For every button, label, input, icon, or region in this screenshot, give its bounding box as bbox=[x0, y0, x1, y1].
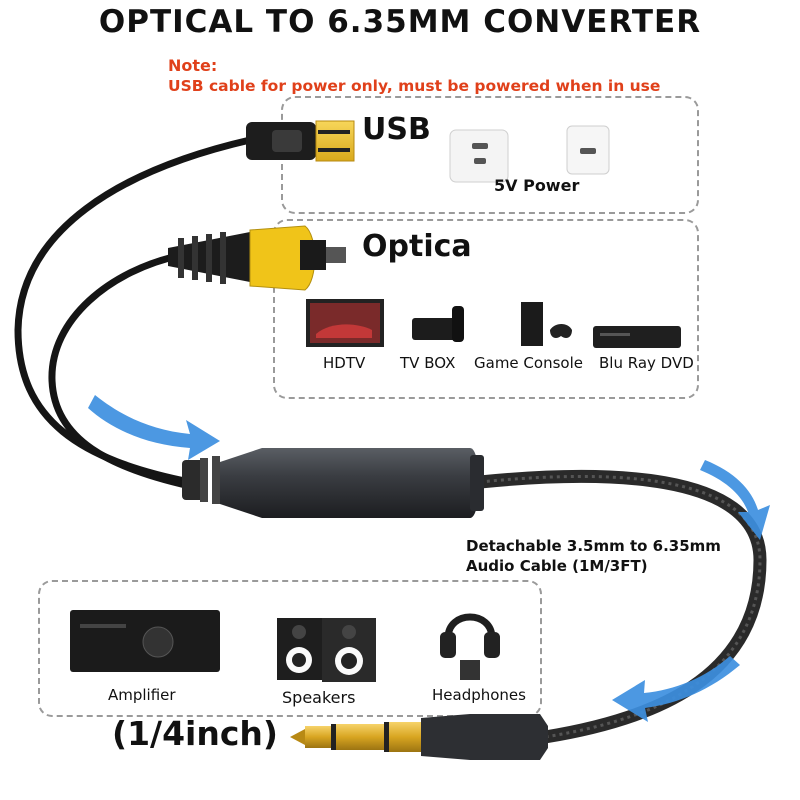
plug-6-35 bbox=[290, 714, 548, 760]
power-adapter-icons bbox=[449, 125, 610, 183]
source-device-icons bbox=[306, 299, 681, 348]
optical-label: Optica bbox=[362, 229, 472, 264]
page-title: OPTICAL TO 6.35MM CONVERTER bbox=[98, 4, 702, 40]
usb-label: USB bbox=[362, 112, 431, 147]
output-label-speakers: Speakers bbox=[282, 688, 356, 707]
output-device-box bbox=[38, 580, 542, 717]
optical-connector bbox=[168, 225, 346, 291]
note-text: USB cable for power only, must be powere… bbox=[168, 77, 661, 95]
note-heading: Note: bbox=[168, 56, 218, 75]
device-label-tvbox: TV BOX bbox=[400, 354, 456, 372]
device-label-blu-ray: Blu Ray DVD bbox=[599, 354, 694, 372]
flow-arrows bbox=[88, 395, 770, 722]
output-device-icons bbox=[70, 610, 500, 682]
optical-source-box bbox=[273, 219, 699, 399]
output-label-amplifier: Amplifier bbox=[108, 686, 176, 704]
device-label-game-console: Game Console bbox=[474, 354, 583, 372]
device-label-hdtv: HDTV bbox=[323, 354, 366, 372]
plug-size-label: (1/4inch) bbox=[112, 714, 278, 753]
usb-connector bbox=[246, 120, 355, 162]
converter-body bbox=[182, 448, 484, 518]
output-label-headphones: Headphones bbox=[432, 686, 526, 704]
power-label: 5V Power bbox=[494, 176, 580, 195]
cable-description-line1: Detachable 3.5mm to 6.35mm bbox=[466, 537, 721, 555]
cable-description-line2: Audio Cable (1M/3FT) bbox=[466, 557, 648, 575]
